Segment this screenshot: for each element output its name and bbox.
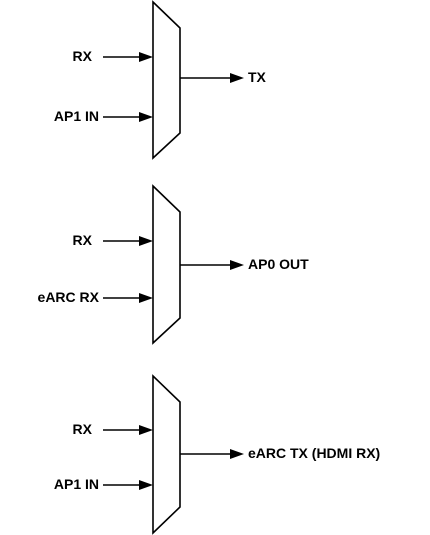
mux-1: RX AP1 IN TX	[54, 0, 267, 160]
mux-3: RX AP1 IN eARC TX (HDMI RX)	[54, 374, 380, 535]
mux-1-output-arrow	[230, 73, 244, 83]
mux-1-input-2-label: AP1 IN	[54, 108, 99, 124]
mux-1-input-1-arrow	[139, 52, 153, 62]
mux-1-input-2-arrow	[139, 112, 153, 122]
mux-3-body	[152, 374, 181, 535]
mux-2-output-arrow	[230, 260, 244, 270]
mux-2-input-1-label: RX	[73, 232, 93, 248]
mux-3-input-2-label: AP1 IN	[54, 476, 99, 492]
mux-3-input-1-label: RX	[73, 421, 93, 437]
mux-1-body	[152, 0, 181, 160]
mux-2-input-2-label: eARC RX	[38, 289, 100, 305]
mux-3-input-1-arrow	[139, 425, 153, 435]
mux-2-output-label: AP0 OUT	[248, 256, 309, 272]
mux-1-input-1-label: RX	[73, 48, 93, 64]
mux-3-output-arrow	[230, 449, 244, 459]
mux-3-input-2-arrow	[139, 480, 153, 490]
mux-2-input-2-arrow	[139, 293, 153, 303]
mux-1-output-label: TX	[248, 69, 267, 85]
mux-3-output-label: eARC TX (HDMI RX)	[248, 445, 380, 461]
mux-2-body	[152, 184, 181, 345]
mux-2: RX eARC RX AP0 OUT	[38, 184, 309, 345]
mux-2-input-1-arrow	[139, 236, 153, 246]
